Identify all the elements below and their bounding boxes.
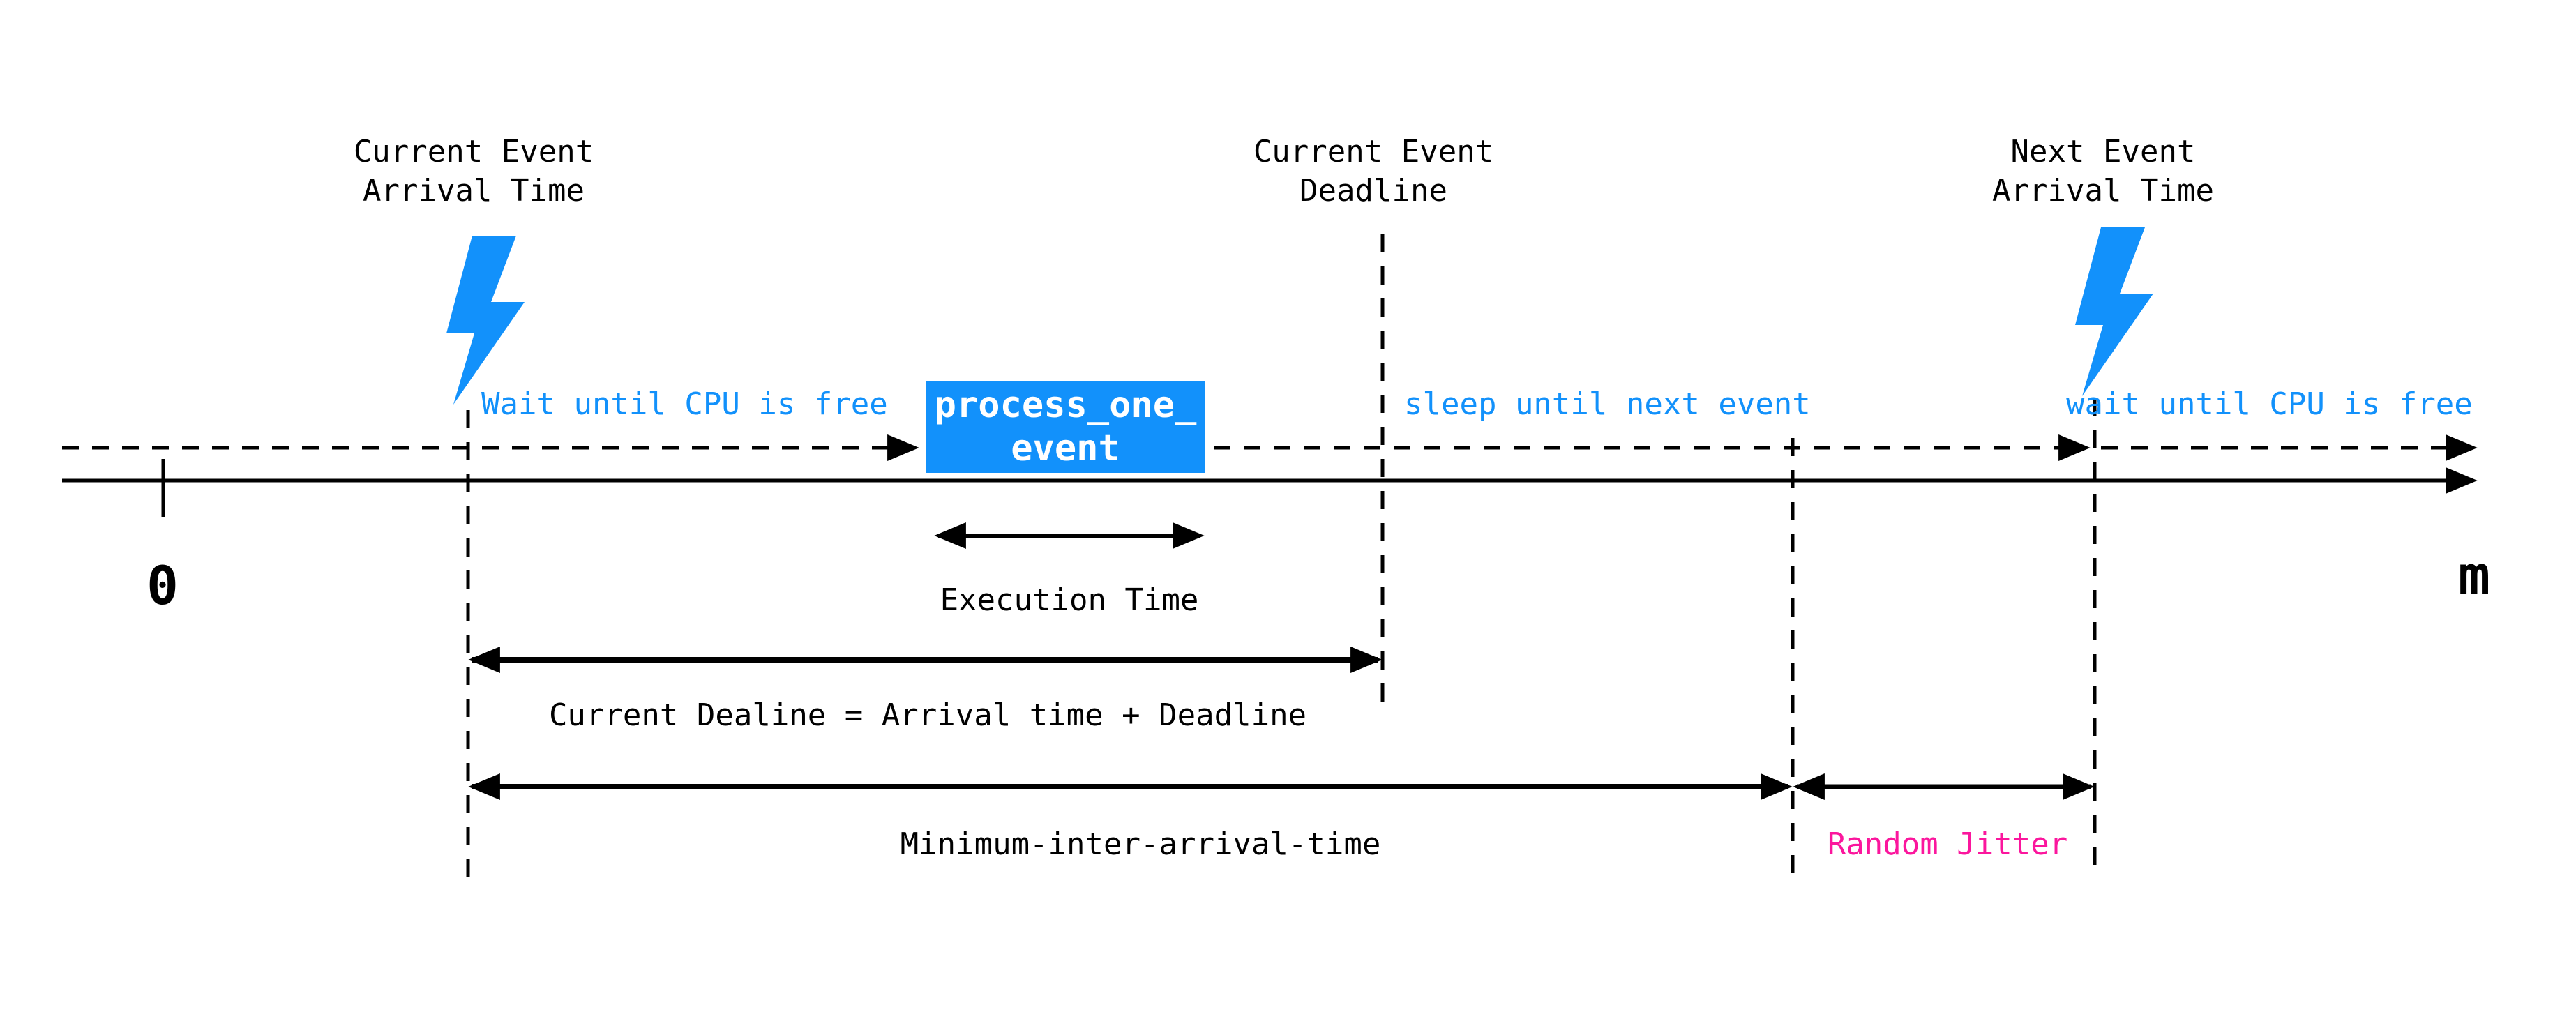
current-deadline-formula-label: Current Dealine = Arrival time + Deadlin… (548, 697, 1307, 733)
sleep-until-next-event-label: sleep until next event (1404, 386, 1811, 422)
lightning-bolt-icon (446, 236, 525, 405)
current-event-arrival-title: Current Event Arrival Time (353, 134, 594, 209)
process-box-line2: event (1011, 428, 1120, 469)
timeline-origin-label: 0 (146, 554, 179, 617)
process-one-event-box: process_one_ event (926, 381, 1205, 473)
lightning-bolt-icon (2075, 227, 2153, 396)
timeline-end-label: m (2458, 544, 2490, 606)
current-event-deadline-title: Current Event Deadline (1253, 134, 1494, 209)
next-event-arrival-title: Next Event Arrival Time (1992, 134, 2214, 209)
wait-until-cpu-free-label: Wait until CPU is free (481, 386, 888, 422)
random-jitter-label: Random Jitter (1827, 826, 2068, 862)
wait-until-cpu-free-next-label: wait until CPU is free (2066, 386, 2473, 422)
process-box-line1: process_one_ (934, 384, 1197, 426)
min-inter-arrival-label: Minimum-inter-arrival-time (900, 826, 1381, 862)
execution-time-label: Execution Time (940, 582, 1199, 618)
